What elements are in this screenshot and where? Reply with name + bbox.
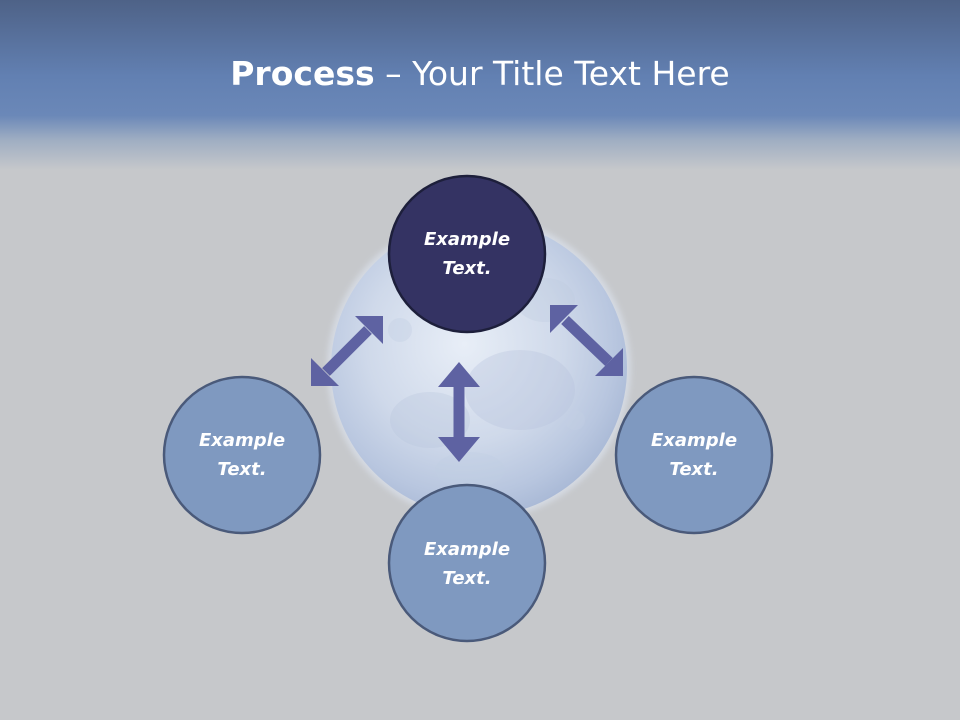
- node-top-line2: Text.: [442, 258, 492, 279]
- node-bottom-line1: Example: [423, 539, 511, 560]
- node-left-circle[interactable]: [162, 375, 322, 535]
- node-right-line2: Text.: [669, 459, 719, 480]
- node-right-line1: Example: [650, 430, 738, 451]
- node-left-label: Example Text.: [167, 426, 317, 484]
- node-bottom-circle[interactable]: [387, 483, 547, 643]
- node-top-circle[interactable]: [387, 174, 547, 334]
- title-strong: Process: [230, 54, 375, 93]
- slide-title[interactable]: Process – Your Title Text Here: [0, 52, 960, 96]
- node-right-label: Example Text.: [619, 426, 769, 484]
- header-band: [0, 0, 960, 170]
- arrow-right-diagonal: [550, 305, 623, 376]
- node-bottom-line2: Text.: [442, 568, 492, 589]
- arrow-vertical: [438, 362, 480, 462]
- node-top-label: Example Text.: [392, 225, 542, 283]
- arrow-left-diagonal: [311, 316, 383, 386]
- title-separator: –: [374, 54, 413, 93]
- node-left-line2: Text.: [217, 459, 267, 480]
- title-rest: Your Title Text Here: [412, 54, 730, 93]
- node-left-line1: Example: [198, 430, 286, 451]
- node-bottom-label: Example Text.: [392, 535, 542, 593]
- node-top-line1: Example: [423, 229, 511, 250]
- node-right-circle[interactable]: [614, 375, 774, 535]
